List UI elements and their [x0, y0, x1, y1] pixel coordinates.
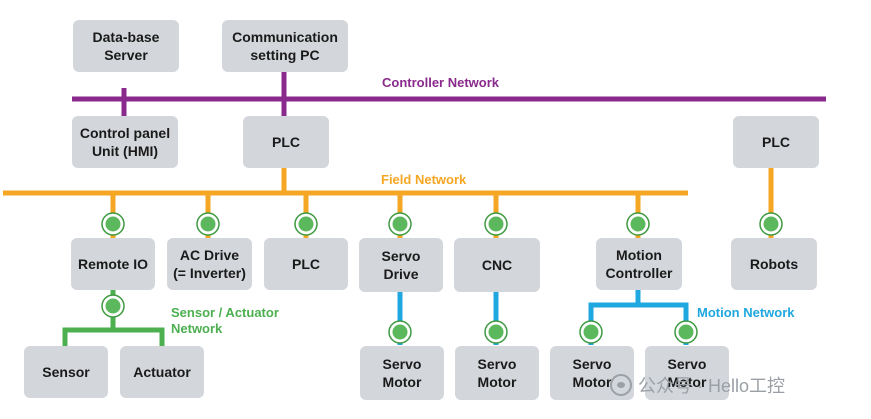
- node-servo-motor-3: [580, 321, 602, 343]
- database-server-box: Data-base Server: [73, 20, 179, 72]
- watermark: 公众号 · Hello工控: [610, 372, 785, 398]
- sensor-box: Sensor: [24, 346, 108, 398]
- plc-right-box: PLC: [733, 116, 819, 168]
- node-ac-drive: [197, 213, 219, 235]
- node-servo-drive: [389, 213, 411, 235]
- communication-pc-box: Communication setting PC: [222, 20, 348, 72]
- sensor-actuator-network-label: Sensor / Actuator Network: [171, 305, 279, 336]
- node-cnc: [485, 213, 507, 235]
- servo-motor-4-box: Servo Motor: [645, 346, 729, 400]
- node-robots: [760, 213, 782, 235]
- node-remote-io-bottom: [102, 295, 124, 317]
- plc-field-box: PLC: [264, 238, 348, 290]
- controller-network-label: Controller Network: [382, 75, 500, 90]
- robots-box: Robots: [731, 238, 817, 290]
- servo-motor-1-box: Servo Motor: [360, 346, 444, 400]
- node-remote-io: [102, 213, 124, 235]
- sensor-actuator-bracket: [62, 327, 165, 348]
- node-rings: [101, 212, 783, 344]
- node-circles: [102, 213, 782, 343]
- node-plc-field: [295, 213, 317, 235]
- watermark-text: 公众号 · Hello工控: [638, 376, 786, 396]
- servo-drive-box: Servo Drive: [359, 238, 443, 292]
- cnc-box: CNC: [454, 238, 540, 292]
- node-servo-motor-4: [675, 321, 697, 343]
- actuator-box: Actuator: [120, 346, 204, 398]
- motion-network-label: Motion Network: [697, 305, 795, 320]
- ac-drive-box: AC Drive (= Inverter): [167, 238, 252, 290]
- motion-controller-box: Motion Controller: [596, 238, 682, 290]
- motion-network-bracket: [588, 302, 689, 345]
- plc-top-box: PLC: [243, 116, 329, 168]
- node-servo-motor-1: [389, 321, 411, 343]
- node-motion-controller: [627, 213, 649, 235]
- hmi-box: Control panel Unit (HMI): [72, 116, 178, 168]
- wechat-icon: [610, 374, 632, 396]
- remote-io-box: Remote IO: [71, 238, 155, 290]
- node-servo-motor-2: [485, 321, 507, 343]
- field-network-label: Field Network: [381, 172, 467, 187]
- servo-motor-2-box: Servo Motor: [455, 346, 539, 400]
